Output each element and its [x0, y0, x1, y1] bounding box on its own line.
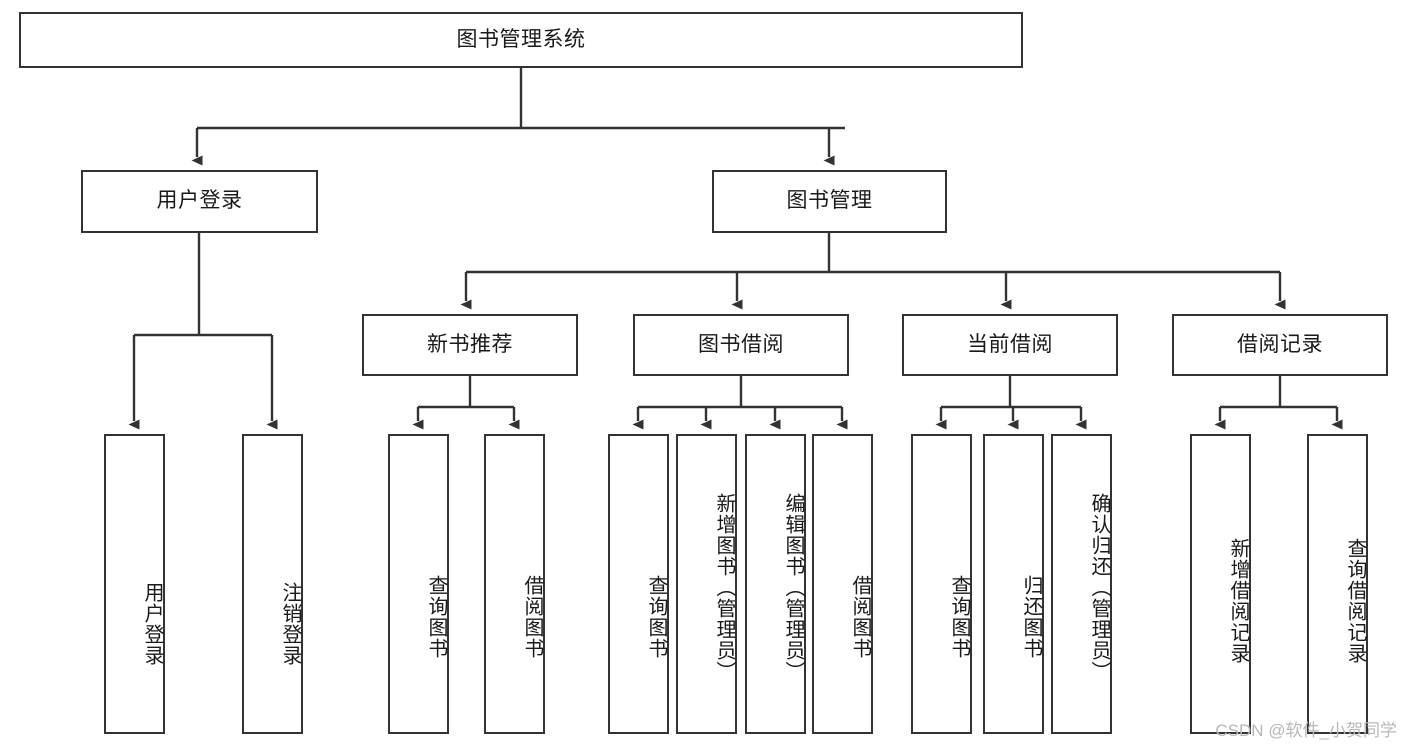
node-borrow-record[interactable]: 借阅记录 [1172, 314, 1388, 376]
node-root[interactable]: 图书管理系统 [19, 12, 1023, 68]
node-leaf-return-book-label: 归还图书 [1020, 575, 1042, 659]
node-leaf-add-record[interactable]: 新增借阅记录 [1190, 434, 1251, 734]
node-user-login-label: 用户登录 [156, 189, 243, 213]
node-leaf-query-book-3-label: 查询图书 [948, 575, 970, 659]
node-book-manage[interactable]: 图书管理 [712, 170, 947, 233]
node-leaf-query-book-2-label: 查询图书 [645, 575, 667, 659]
node-root-label: 图书管理系统 [456, 27, 586, 51]
node-borrow-record-label: 借阅记录 [1237, 332, 1323, 356]
node-leaf-confirm-return[interactable]: 确认归还（管理员） [1051, 434, 1112, 734]
node-current-borrow[interactable]: 当前借阅 [902, 314, 1118, 376]
node-leaf-borrow-book-2[interactable]: 借阅图书 [812, 434, 873, 734]
node-leaf-query-book-1-label: 查询图书 [425, 575, 447, 659]
node-leaf-logout-label: 注销登录 [279, 582, 301, 666]
node-leaf-add-book[interactable]: 新增图书（管理员） [676, 434, 737, 734]
node-leaf-confirm-return-label: 确认归还（管理员） [1088, 492, 1110, 682]
node-leaf-edit-book[interactable]: 编辑图书（管理员） [745, 434, 806, 734]
node-leaf-borrow-book-1-label: 借阅图书 [521, 575, 543, 659]
node-leaf-query-record-label: 查询借阅记录 [1344, 538, 1366, 664]
node-leaf-borrow-book-2-label: 借阅图书 [849, 575, 871, 659]
node-leaf-borrow-book-1[interactable]: 借阅图书 [484, 434, 545, 734]
node-book-borrow-label: 图书借阅 [698, 332, 784, 356]
node-user-login[interactable]: 用户登录 [81, 170, 318, 233]
node-leaf-query-book-3[interactable]: 查询图书 [911, 434, 972, 734]
node-leaf-query-book-1[interactable]: 查询图书 [388, 434, 449, 734]
node-leaf-query-record[interactable]: 查询借阅记录 [1307, 434, 1368, 734]
node-leaf-user-login[interactable]: 用户登录 [104, 434, 165, 734]
node-leaf-return-book[interactable]: 归还图书 [983, 434, 1044, 734]
node-leaf-edit-book-label: 编辑图书（管理员） [782, 492, 804, 682]
node-leaf-add-book-label: 新增图书（管理员） [713, 492, 735, 682]
node-current-borrow-label: 当前借阅 [967, 332, 1053, 356]
node-book-borrow[interactable]: 图书借阅 [633, 314, 849, 376]
node-leaf-logout[interactable]: 注销登录 [242, 434, 303, 734]
node-book-manage-label: 图书管理 [786, 189, 873, 213]
node-new-book-rec-label: 新书推荐 [427, 332, 513, 356]
node-new-book-rec[interactable]: 新书推荐 [362, 314, 578, 376]
node-leaf-add-record-label: 新增借阅记录 [1227, 538, 1249, 664]
watermark-text: CSDN @软件_小贺同学 [1215, 721, 1397, 740]
node-leaf-user-login-label: 用户登录 [141, 582, 163, 666]
node-leaf-query-book-2[interactable]: 查询图书 [608, 434, 669, 734]
